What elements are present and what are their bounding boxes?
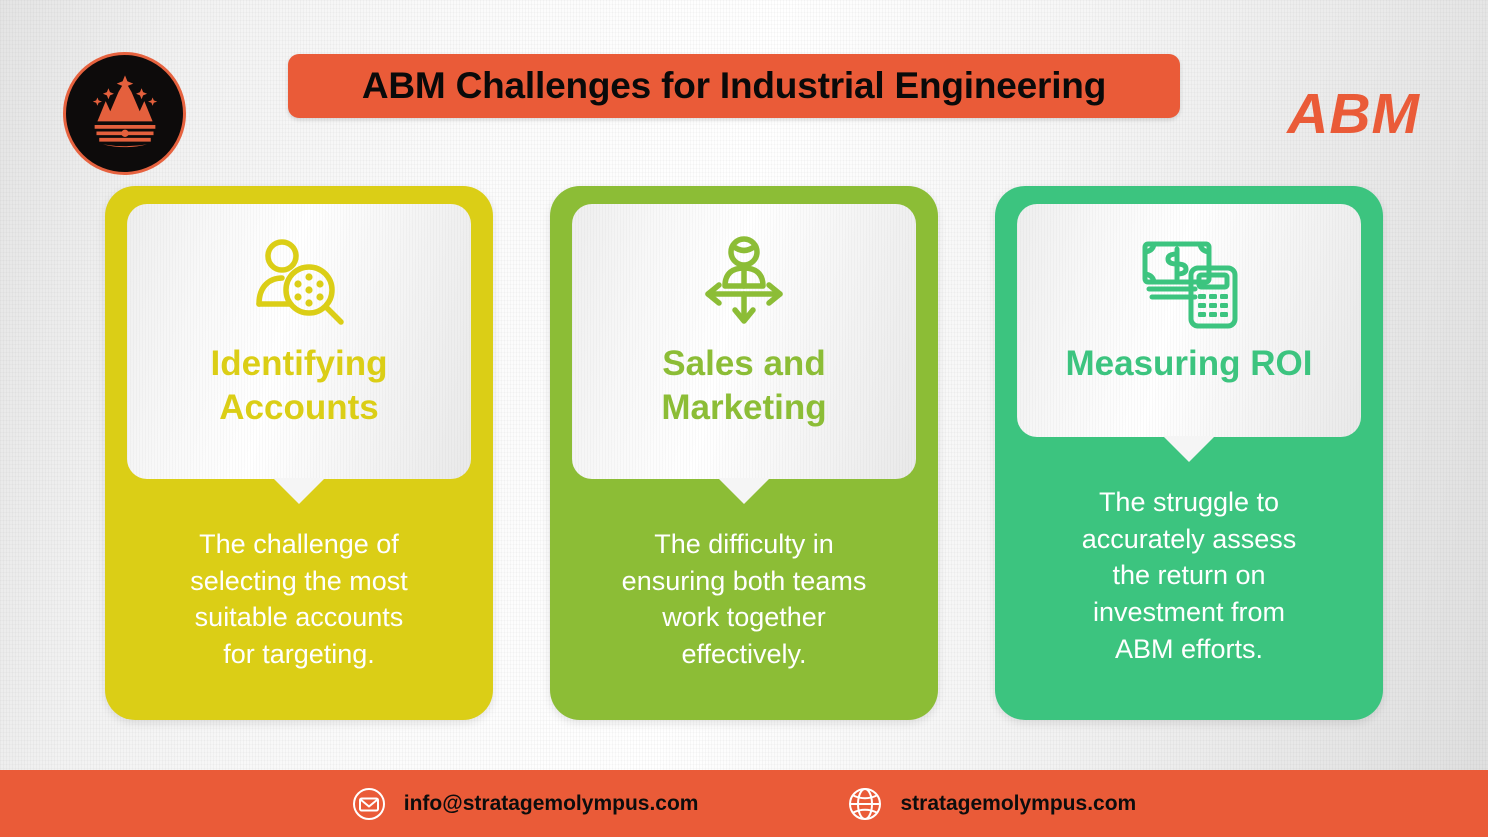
page-title-bar: ABM Challenges for Industrial Engineerin… <box>288 54 1180 118</box>
globe-icon <box>848 787 882 821</box>
person-magnifier-icon <box>249 226 349 338</box>
card-identifying-accounts: Identifying Accounts The challenge of se… <box>105 186 493 720</box>
card-body-text: The struggle to accurately assess the re… <box>1081 487 1297 664</box>
footer-website-text: stratagemolympus.com <box>900 791 1137 815</box>
brand-logo <box>63 52 186 175</box>
card-measuring-roi: Measuring ROI The struggle to accurately… <box>995 186 1383 720</box>
page-title: ABM Challenges for Industrial Engineerin… <box>361 65 1107 106</box>
card-bubble: Sales and Marketing <box>572 204 916 479</box>
footer-email-text: info@stratagemolympus.com <box>403 791 699 815</box>
card-body-text: The difficulty in ensuring both teams wo… <box>621 529 867 670</box>
card-title: Measuring ROI <box>1065 344 1313 383</box>
cards-row: Identifying Accounts The challenge of se… <box>0 186 1488 720</box>
card-title: Identifying Accounts <box>210 344 388 428</box>
card-title: Sales and Marketing <box>661 344 827 428</box>
card-body-text: The challenge of selecting the most suit… <box>190 529 408 670</box>
envelope-icon <box>352 787 386 821</box>
abm-wordmark: ABM <box>1287 82 1420 146</box>
card-bubble: Identifying Accounts <box>127 204 471 479</box>
card-sales-and-marketing: Sales and Marketing The difficulty in en… <box>550 186 938 720</box>
footer-email[interactable]: info@stratagemolympus.com <box>352 787 699 821</box>
money-calculator-icon <box>1135 226 1243 338</box>
mountain-crown-logo-icon <box>79 68 171 160</box>
card-bubble: Measuring ROI <box>1017 204 1361 437</box>
person-arrows-alignment-icon <box>694 226 794 338</box>
footer-website[interactable]: stratagemolympus.com <box>848 787 1136 821</box>
footer-contact-bar: info@stratagemolympus.com stratagemolymp… <box>0 770 1488 837</box>
